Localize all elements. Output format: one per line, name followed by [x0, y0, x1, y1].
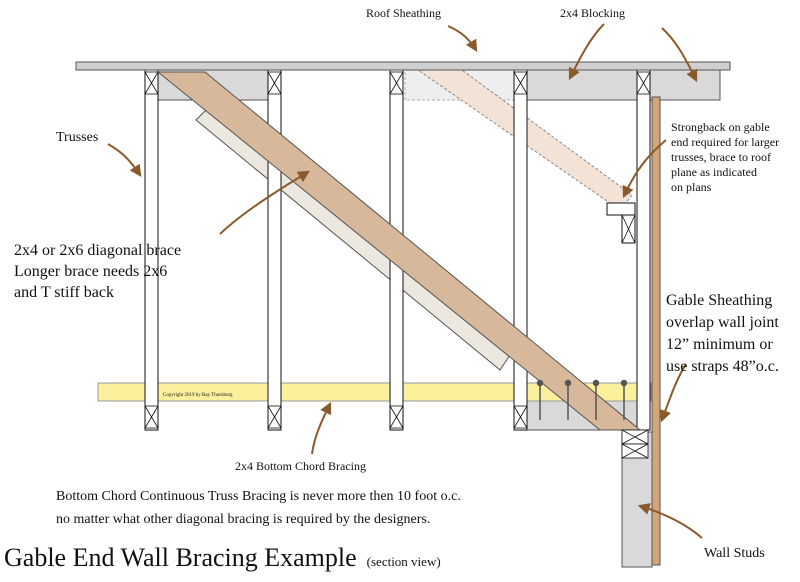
roof-sheathing: [75, 61, 731, 71]
gable-sheathing: [651, 96, 661, 566]
truss-5: [636, 69, 651, 431]
copyright-label: Copyright 2019 by Ray Thornburg: [163, 393, 233, 398]
note-text: Bottom Chord Continuous Truss Bracing is…: [56, 489, 464, 527]
gable-sheathing-label: Gable Sheathing overlap wall joint 12” m…: [666, 292, 783, 375]
truss-4: [513, 69, 528, 431]
nails: [536, 379, 628, 420]
diagonal-brace-back: [195, 103, 513, 371]
trusses-label: Trusses: [56, 130, 98, 145]
bottom-chord-bracing: [97, 382, 652, 402]
blocking-right: [526, 69, 721, 101]
page-title: Gable End Wall Bracing Example (section …: [4, 543, 441, 572]
truss-2: [267, 69, 282, 431]
blocking-label: 2x4 Blocking: [560, 6, 625, 20]
bottom-chord-bracing-label: 2x4 Bottom Chord Bracing: [235, 459, 366, 473]
strongback-label: Strongback on gable end required for lar…: [671, 120, 782, 194]
roof-sheathing-label: Roof Sheathing: [366, 6, 441, 20]
top-plates: [621, 429, 649, 459]
wall-studs-label: Wall Studs: [704, 546, 765, 561]
strongback-block: [606, 202, 636, 216]
arrows: [107, 23, 703, 539]
diagonal-brace-label: 2x4 or 2x6 diagonal brace Longer brace n…: [14, 242, 185, 301]
